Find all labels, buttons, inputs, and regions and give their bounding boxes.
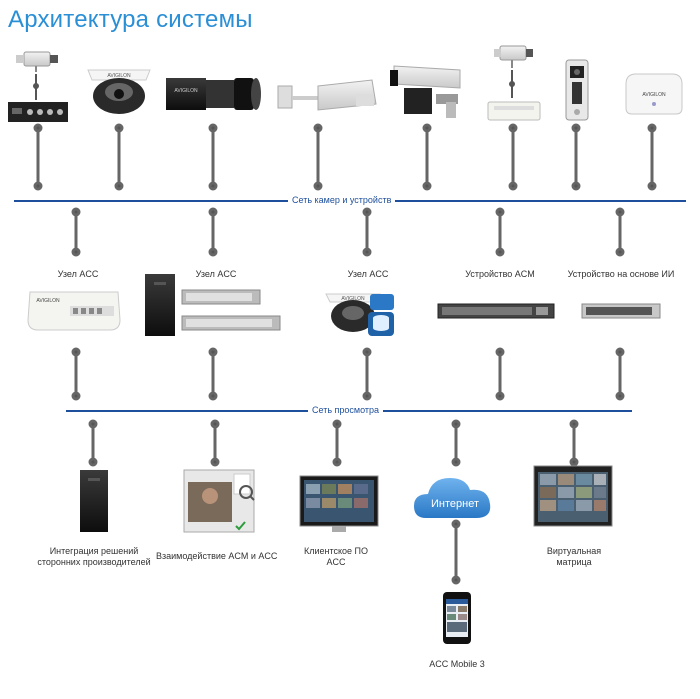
acm-acc-integration-icon: [183, 469, 255, 533]
client-label-virtual-matrix: Виртуальная матрица: [546, 546, 602, 567]
virtual-matrix-icon: [533, 465, 613, 527]
svg-text:AVIGILON: AVIGILON: [642, 92, 666, 98]
client-label-acm-acc: Взаимодействие ACM и ACC: [156, 551, 278, 561]
client-label-acc-client: Клиентское ПО ACC: [303, 546, 369, 567]
server-label-acm: Устройство ACM: [465, 269, 535, 279]
mobile-label: ACC Mobile 3: [429, 659, 485, 669]
box-camera-encoder-icon: [8, 51, 68, 122]
acm-appliance-icon: [437, 303, 555, 319]
diagram-title: Архитектура системы: [8, 6, 253, 33]
server-connectors-bottom: [71, 347, 625, 401]
camera-network-label: Сеть камер и устройств: [288, 195, 396, 205]
svg-text:AVIGILON: AVIGILON: [174, 88, 198, 94]
third-party-tower-icon: [80, 470, 108, 532]
acc-dome-camera-icon: AVIGILON: [325, 293, 394, 336]
server-connectors-top: [71, 207, 625, 257]
internet-label: Интернет: [431, 498, 479, 510]
dome-camera-icon: AVIGILON: [87, 69, 151, 114]
viewing-network-label: Сеть просмотра: [308, 405, 384, 415]
acc-server-icon: [145, 274, 281, 336]
server-label-acc-3: Узел ACC: [347, 269, 389, 279]
mobile-phone-icon: [443, 592, 471, 644]
housing-camera-icon: [390, 65, 461, 118]
ai-appliance-icon: [581, 303, 661, 319]
acc-client-monitor-icon: [299, 475, 379, 532]
camera-access-controller-icon: [487, 45, 541, 121]
server-label-acc-2: Узел ACC: [195, 269, 237, 279]
bullet-camera-icon: [277, 79, 377, 111]
ceiling-sensor-icon: AVIGILON: [625, 73, 683, 115]
server-label-acc-1: Узел ACC: [57, 269, 99, 279]
box-camera-lens-icon: AVIGILON: [166, 78, 261, 110]
svg-text:AVIGILON: AVIGILON: [341, 296, 365, 302]
server-label-ai: Устройство на основе ИИ: [567, 269, 675, 279]
svg-text:AVIGILON: AVIGILON: [107, 73, 131, 79]
video-intercom-icon: [565, 59, 589, 121]
acc-appliance-icon: AVIGILON: [27, 291, 121, 331]
svg-text:AVIGILON: AVIGILON: [36, 298, 60, 304]
device-connectors: [33, 123, 657, 191]
client-label-third-party: Интеграция решений сторонних производите…: [37, 546, 151, 567]
client-connectors: [88, 419, 579, 585]
internet-cloud-icon: [414, 478, 491, 518]
